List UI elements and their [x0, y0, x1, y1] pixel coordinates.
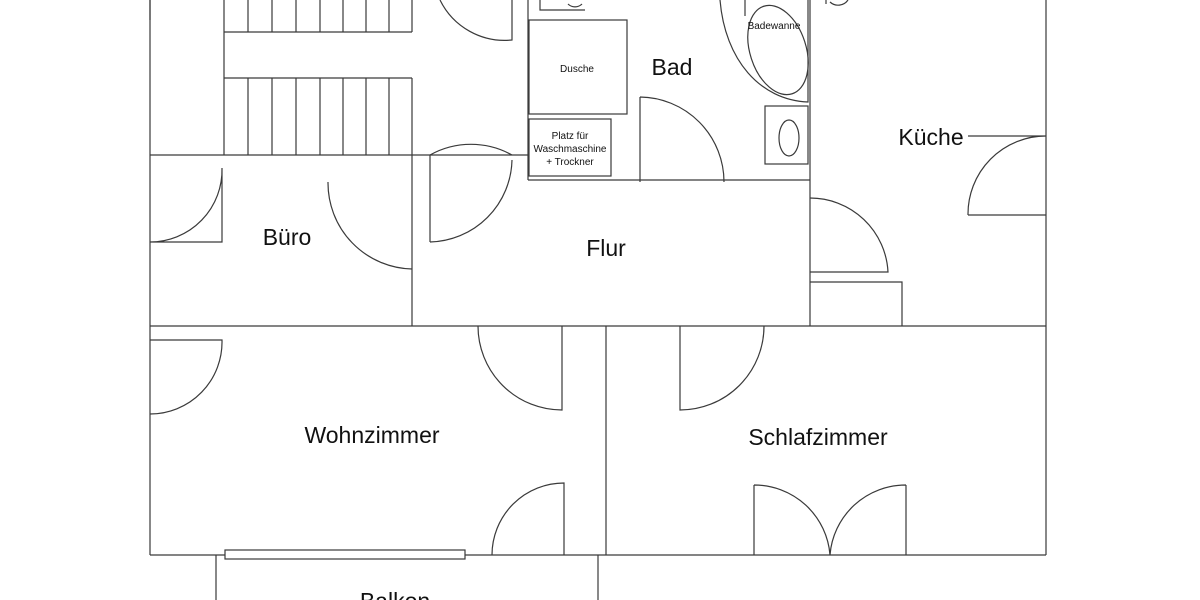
- fixture-label-waschplatz-2: Waschmaschine: [534, 144, 607, 155]
- doors: [149, 0, 1047, 556]
- staircase: [149, 0, 413, 155]
- interior-walls: [150, 0, 1046, 555]
- toilet: [764, 105, 809, 165]
- bathtub: [747, 4, 809, 96]
- shower: [528, 19, 628, 115]
- room-label-wohnzimmer: Wohnzimmer: [304, 422, 439, 448]
- fixture-label-waschplatz-3: + Trockner: [546, 157, 594, 168]
- room-label-buero: Büro: [263, 224, 312, 250]
- fixture-label-dusche: Dusche: [560, 64, 594, 75]
- room-label-balkon: Balkon: [360, 588, 430, 600]
- room-label-kueche: Küche: [898, 124, 963, 150]
- balcony: [215, 549, 599, 600]
- fixture-label-badewanne: Badewanne: [748, 21, 801, 32]
- room-label-schlafzimmer: Schlafzimmer: [748, 424, 888, 450]
- outer-walls: [149, 0, 1047, 556]
- bathroom-fixtures: [528, 0, 849, 177]
- room-label-flur: Flur: [586, 235, 626, 261]
- fixture-label-waschplatz-1: Platz für: [552, 131, 589, 142]
- washer-space: [528, 118, 612, 177]
- balcony-window: [224, 549, 466, 560]
- room-label-bad: Bad: [652, 54, 693, 80]
